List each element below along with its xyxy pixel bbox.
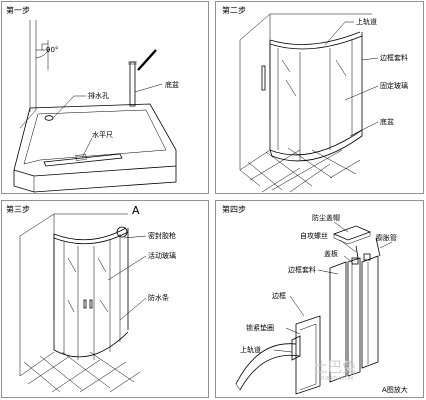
panel-border-step3 <box>1 200 209 398</box>
watermark-text: 土巴兔 <box>314 360 356 376</box>
step4-cover-plate-label: 盖板 <box>324 249 338 258</box>
step4-side-frame-label: 边框 <box>272 291 286 300</box>
step2-side-profile-label: 边框套料 <box>380 53 408 62</box>
step2-top-rail-label: 上轨道 <box>356 17 377 26</box>
step4-self-tapping-screw-label: 自攻螺丝 <box>300 231 328 240</box>
watermark-url: TUBATU.COM <box>319 376 353 382</box>
step3-sealant-label: 密封胶枪 <box>148 231 176 240</box>
panel-border-step2 <box>215 1 424 194</box>
step2-fixed-glass-label: 固定玻璃 <box>380 81 408 90</box>
step1-drain-hole-label: 排水孔 <box>88 91 109 100</box>
step3-marker-a: A <box>132 204 140 217</box>
step2-title: 第二步 <box>222 5 246 15</box>
step4-top-rail-label: 上轨道 <box>240 345 261 354</box>
step3-sliding-glass-label: 活动玻璃 <box>148 251 176 260</box>
panel-border-step1 <box>1 1 209 194</box>
step4-cover-cap-label: 防尘盖帽 <box>312 213 340 222</box>
step4-wall-plug-label: 膨胀管 <box>376 233 397 242</box>
step2-illustration <box>239 13 379 193</box>
step3-title: 第三步 <box>6 204 30 214</box>
step1-base-tray-label: 底盆 <box>165 80 179 89</box>
step3-waterproof-strip-label: 防水条 <box>148 293 169 302</box>
step4-caption: A图放大 <box>382 385 408 394</box>
step4-lock-washer-label: 锁紧垫圈 <box>246 323 274 332</box>
step1-angle-label: 90° <box>46 46 58 54</box>
step1-illustration <box>13 20 177 193</box>
step2-base-tray-label: 底盆 <box>380 117 394 126</box>
step3-illustration <box>19 213 147 393</box>
step4-illustration <box>235 221 393 395</box>
step1-title: 第一步 <box>6 5 30 15</box>
panel-border-step4 <box>215 200 424 398</box>
step4-side-profile-label: 边框套料 <box>288 265 316 274</box>
step4-title: 第四步 <box>222 204 246 214</box>
step1-level-label: 水平尺 <box>92 130 113 139</box>
